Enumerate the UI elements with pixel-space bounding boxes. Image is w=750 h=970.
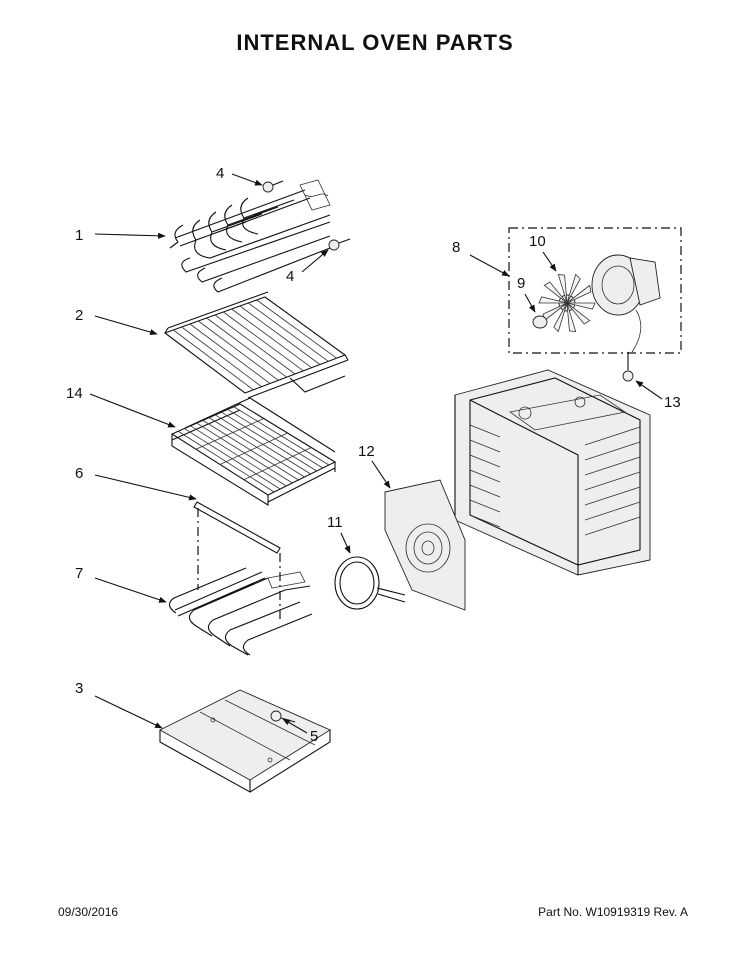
footer-part-number: Part No. W10919319 Rev. A <box>538 905 688 919</box>
svg-text:12: 12 <box>358 443 375 460</box>
svg-text:6: 6 <box>75 465 83 482</box>
svg-text:7: 7 <box>75 565 83 582</box>
bake-element-part[interactable] <box>168 567 313 656</box>
callout-6: 6 <box>75 465 197 501</box>
callout-5: 5 <box>282 718 318 745</box>
callout-4a: 4 <box>216 165 263 186</box>
svg-text:11: 11 <box>327 514 343 531</box>
svg-text:5: 5 <box>310 728 318 745</box>
oven-rack-part[interactable] <box>163 291 349 399</box>
footer-date: 09/30/2016 <box>58 905 119 919</box>
callout-8: 8 <box>452 239 510 277</box>
screw-part-4b[interactable] <box>328 238 351 251</box>
svg-text:9: 9 <box>517 275 525 292</box>
convection-motor-part[interactable] <box>591 254 661 353</box>
svg-text:10: 10 <box>529 233 546 250</box>
svg-text:8: 8 <box>452 239 460 256</box>
callout-7: 7 <box>75 565 167 603</box>
oven-cavity-part[interactable] <box>454 369 651 576</box>
bake-element-shield-part[interactable] <box>193 501 281 620</box>
svg-text:1: 1 <box>75 227 83 244</box>
callout-2: 2 <box>75 307 158 336</box>
callout-11: 11 <box>327 514 351 554</box>
convection-baffle-part[interactable] <box>384 479 466 611</box>
broil-element-part[interactable] <box>169 179 331 293</box>
callout-4b: 4 <box>286 249 329 285</box>
page-title: INTERNAL OVEN PARTS <box>236 30 514 55</box>
screw-part-4a[interactable] <box>262 180 284 193</box>
svg-text:4: 4 <box>216 165 224 182</box>
callout-13: 13 <box>635 380 681 411</box>
screw-part-13[interactable] <box>622 352 634 382</box>
svg-text:14: 14 <box>66 385 83 402</box>
svg-text:13: 13 <box>664 394 681 411</box>
svg-text:3: 3 <box>75 680 83 697</box>
convection-element-part[interactable] <box>334 556 406 610</box>
callout-14: 14 <box>66 385 176 428</box>
fan-nut-part[interactable] <box>532 315 548 329</box>
svg-text:4: 4 <box>286 268 294 285</box>
callout-9: 9 <box>517 275 536 313</box>
oven-bottom-panel-part[interactable] <box>159 689 331 793</box>
svg-text:2: 2 <box>75 307 83 324</box>
gliding-rack-part[interactable] <box>170 397 337 506</box>
callout-3: 3 <box>75 680 163 729</box>
fan-blade-part[interactable] <box>538 273 596 333</box>
callout-12: 12 <box>358 443 391 489</box>
callout-10: 10 <box>529 233 557 272</box>
callout-1: 1 <box>75 227 166 244</box>
convection-fan-assembly-box <box>508 227 682 354</box>
